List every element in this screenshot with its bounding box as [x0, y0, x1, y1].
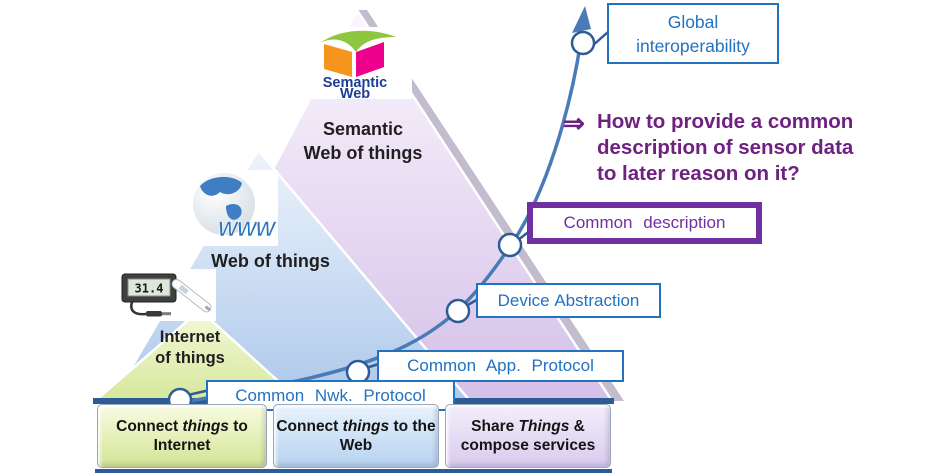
milestone-circle-global	[570, 30, 596, 56]
base-box-text-post: to Internet	[153, 417, 248, 455]
milestone-label: Common Nwk. Protocol	[235, 385, 426, 405]
probe-plug	[146, 311, 162, 317]
milestone-box-device-abstraction: Device Abstraction	[476, 283, 661, 318]
base-box-text: Share Things & compose services	[446, 417, 610, 456]
milestone-circle-device	[445, 298, 471, 324]
question-text: How to provide a common description of s…	[597, 109, 925, 187]
probe-tip	[162, 312, 171, 316]
clinical-thermometer	[171, 278, 212, 313]
milestone-label-line: Global	[667, 11, 719, 32]
base-box-text-post: to the Web	[339, 417, 436, 455]
base-box-connect-things-to-internet: Connect things to Internet	[97, 404, 267, 468]
logo-text-line2: Web	[340, 86, 370, 102]
base-bottom-line	[95, 469, 612, 473]
base-box-text-italic: things	[342, 417, 390, 435]
thermometers-icon: 31.4	[116, 269, 216, 321]
digital-thermometer-lcd	[127, 278, 171, 297]
base-box-text: Connect things to Internet	[98, 417, 266, 456]
layer-label-internet-of-things: Internet of things	[132, 327, 248, 369]
logo-magenta-face	[356, 42, 384, 77]
www-globe-icon: WWW	[188, 170, 279, 246]
layer-label-line: Web of things	[211, 251, 330, 271]
question-arrow-icon: ⇒	[563, 108, 585, 138]
probe-wire	[130, 301, 147, 316]
question-line: to later reason on it?	[597, 162, 800, 185]
milestone-box-common-app-protocol: Common App. Protocol	[377, 350, 624, 382]
logo-text-line1: Semantic	[323, 75, 387, 91]
layer-label-semantic-web-of-things: Semantic Web of things	[288, 117, 438, 165]
milestone-box-common-description-highlighted: Common description	[527, 202, 762, 244]
milestone-label: Common description	[563, 213, 726, 232]
semantic-web-logo-icon: Semantic Web	[300, 27, 412, 102]
base-box-share-things-compose-services: Share Things & compose services	[445, 404, 611, 468]
base-box-text-italic: things	[182, 417, 229, 435]
globe-continent-south	[226, 204, 242, 220]
base-box-text-post: & compose services	[460, 417, 596, 455]
base-box-text-pre: Connect	[116, 417, 183, 435]
milestone-label: Device Abstraction	[497, 290, 640, 310]
milestone-box-global-interoperability: Global interoperability	[607, 3, 779, 64]
logo-orange-face	[324, 44, 352, 77]
layer-label-line: Web of things	[303, 143, 423, 163]
lcd-reading: 31.4	[135, 282, 164, 296]
logo-green-leaf	[320, 30, 396, 52]
base-box-text-pre: Share	[471, 417, 519, 435]
clinical-thermometer-display	[178, 284, 189, 295]
globe-continent-north	[200, 176, 242, 196]
milestone-circle-description	[497, 232, 523, 258]
clinical-thermometer-tip	[205, 305, 211, 311]
milestone-label: Common App. Protocol	[407, 356, 594, 375]
question-line: description of sensor data	[597, 136, 854, 159]
base-box-text-italic: Things	[518, 417, 570, 435]
question-line: How to provide a common	[597, 110, 854, 133]
layer-label-line: Internet	[159, 328, 221, 346]
www-text: WWW	[218, 218, 278, 241]
milestone-label-line: interoperability	[636, 35, 750, 56]
curve-arrowhead-icon	[572, 6, 591, 33]
base-box-text-pre: Connect	[276, 417, 343, 435]
layer-label-web-of-things: Web of things	[198, 250, 343, 272]
layer-label-line: of things	[155, 349, 225, 367]
base-box-connect-things-to-web: Connect things to the Web	[273, 404, 439, 468]
layer-label-line: Semantic	[322, 119, 404, 139]
base-box-text: Connect things to the Web	[274, 417, 438, 456]
